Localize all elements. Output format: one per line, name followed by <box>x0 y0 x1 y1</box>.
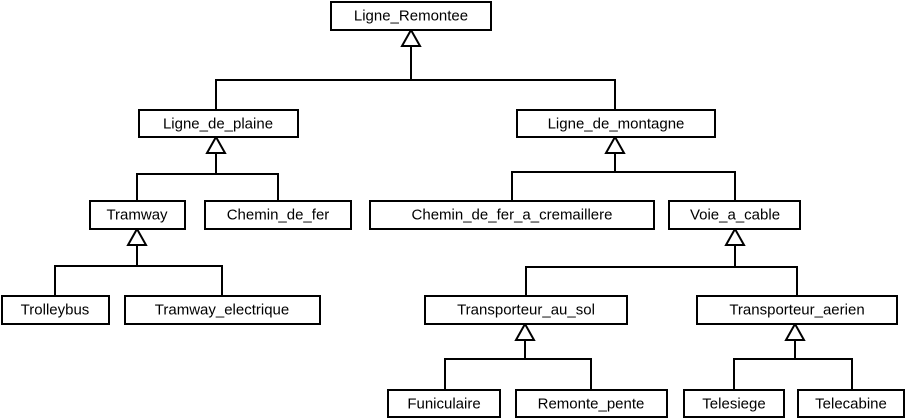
class-box-remonte-pente[interactable]: Remonte_pente <box>515 389 668 418</box>
edge-transporteur-au-sol <box>444 321 592 390</box>
class-box-voie-a-cable[interactable]: Voie_a_cable <box>668 200 801 230</box>
class-label: Transporteur_au_sol <box>457 302 595 319</box>
class-box-ligne-de-plaine[interactable]: Ligne_de_plaine <box>138 109 299 138</box>
class-box-chemin-de-fer-a-cremaillere[interactable]: Chemin_de_fer_a_cremaillere <box>369 200 655 230</box>
inheritance-arrowhead <box>724 226 746 246</box>
class-label: Ligne_Remontee <box>354 8 468 25</box>
inheritance-arrowhead <box>784 321 806 341</box>
class-box-transporteur-au-sol[interactable]: Transporteur_au_sol <box>424 295 628 325</box>
inheritance-arrowhead <box>604 134 626 154</box>
inheritance-arrowhead <box>205 134 227 154</box>
class-box-telesiege[interactable]: Telesiege <box>683 389 785 418</box>
class-box-telecabine[interactable]: Telecabine <box>797 389 905 418</box>
class-box-funiculaire[interactable]: Funiculaire <box>387 389 501 418</box>
class-label: Tramway <box>106 207 168 224</box>
class-label: Tramway_electrique <box>155 302 290 319</box>
edge-ligne-de-montagne <box>511 134 736 201</box>
class-label: Chemin_de_fer_a_cremaillere <box>412 207 613 224</box>
edge-transporteur-aerien <box>733 321 853 390</box>
class-box-trolleybus[interactable]: Trolleybus <box>1 295 110 325</box>
inheritance-arrowhead <box>514 321 536 341</box>
edge-voie-a-cable <box>525 226 798 296</box>
edge-ligne-remontee <box>215 27 616 110</box>
class-label: Trolleybus <box>21 302 90 319</box>
class-label: Telesiege <box>702 396 765 413</box>
class-label: Ligne_de_plaine <box>163 116 273 133</box>
class-label: Voie_a_cable <box>690 207 780 224</box>
inheritance-arrowhead <box>400 27 422 47</box>
class-label: Remonte_pente <box>538 396 645 413</box>
class-box-tramway[interactable]: Tramway <box>89 200 186 230</box>
class-label: Telecabine <box>815 396 887 413</box>
class-box-transporteur-aerien[interactable]: Transporteur_aerien <box>696 295 898 325</box>
inheritance-connectors <box>54 27 853 390</box>
class-box-tramway-electrique[interactable]: Tramway_electrique <box>124 295 321 325</box>
class-box-ligne-remontee[interactable]: Ligne_Remontee <box>330 1 492 31</box>
edge-ligne-de-plaine <box>136 134 279 201</box>
inheritance-arrowhead <box>126 226 148 246</box>
class-label: Transporteur_aerien <box>729 302 864 319</box>
class-label: Chemin_de_fer <box>227 207 330 224</box>
class-box-ligne-de-montagne[interactable]: Ligne_de_montagne <box>516 109 716 138</box>
class-label: Ligne_de_montagne <box>548 116 685 133</box>
edge-tramway <box>54 226 223 296</box>
class-box-chemin-de-fer[interactable]: Chemin_de_fer <box>204 200 352 230</box>
class-label: Funiculaire <box>407 396 480 413</box>
